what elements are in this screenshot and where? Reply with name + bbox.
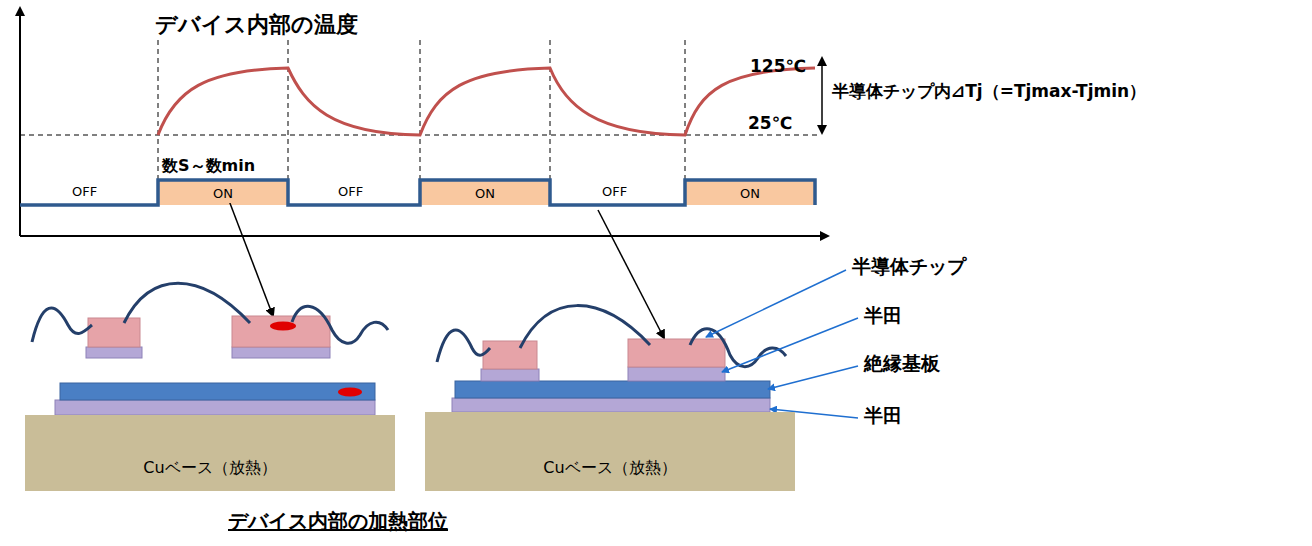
off-label: OFF <box>602 185 627 200</box>
temp-label: 25℃ <box>748 114 792 134</box>
node-text: ON <box>213 186 233 201</box>
on-state-band: ON <box>423 183 547 203</box>
temperature-curve <box>158 68 815 135</box>
delta-arrow <box>821 58 823 133</box>
on-state-band: ON <box>161 183 285 203</box>
on-state-band: ON <box>688 183 812 203</box>
pointer-arrow <box>598 210 664 338</box>
part-label: 半田 <box>864 405 902 427</box>
cu-base-plate: Cuベース（放熱） <box>425 412 795 491</box>
part-label: 半田 <box>864 305 902 327</box>
chart-title: デバイス内部の温度 <box>155 12 358 37</box>
x-axis <box>20 235 828 237</box>
node-text: Cuベース（放熱） <box>143 458 276 479</box>
figure-caption: デバイス内部の加熱部位 <box>228 510 448 533</box>
pulse-waveform <box>20 180 815 205</box>
on-fill <box>158 180 815 205</box>
module-right <box>437 306 786 412</box>
node-text: ON <box>475 186 495 201</box>
cu-base-plate: Cuベース（放熱） <box>25 415 395 491</box>
pointer-arrow <box>228 198 273 316</box>
guide-lines <box>20 40 818 180</box>
node-text: ON <box>740 186 760 201</box>
delta-tj-label: 半導体チップ内⊿Tj（=Tjmax-Tjmin） <box>832 82 1146 102</box>
off-label: OFF <box>72 185 97 200</box>
leader-lines <box>706 270 858 418</box>
y-axis <box>19 8 21 236</box>
off-label: OFF <box>338 185 363 200</box>
node-text: Cuベース（放熱） <box>543 458 676 479</box>
temp-label: 125℃ <box>750 57 806 77</box>
part-label: 半導体チップ <box>852 256 966 278</box>
duration-label: 数S～数min <box>162 157 255 175</box>
module-left <box>32 283 388 415</box>
part-label: 絶縁基板 <box>864 353 940 375</box>
